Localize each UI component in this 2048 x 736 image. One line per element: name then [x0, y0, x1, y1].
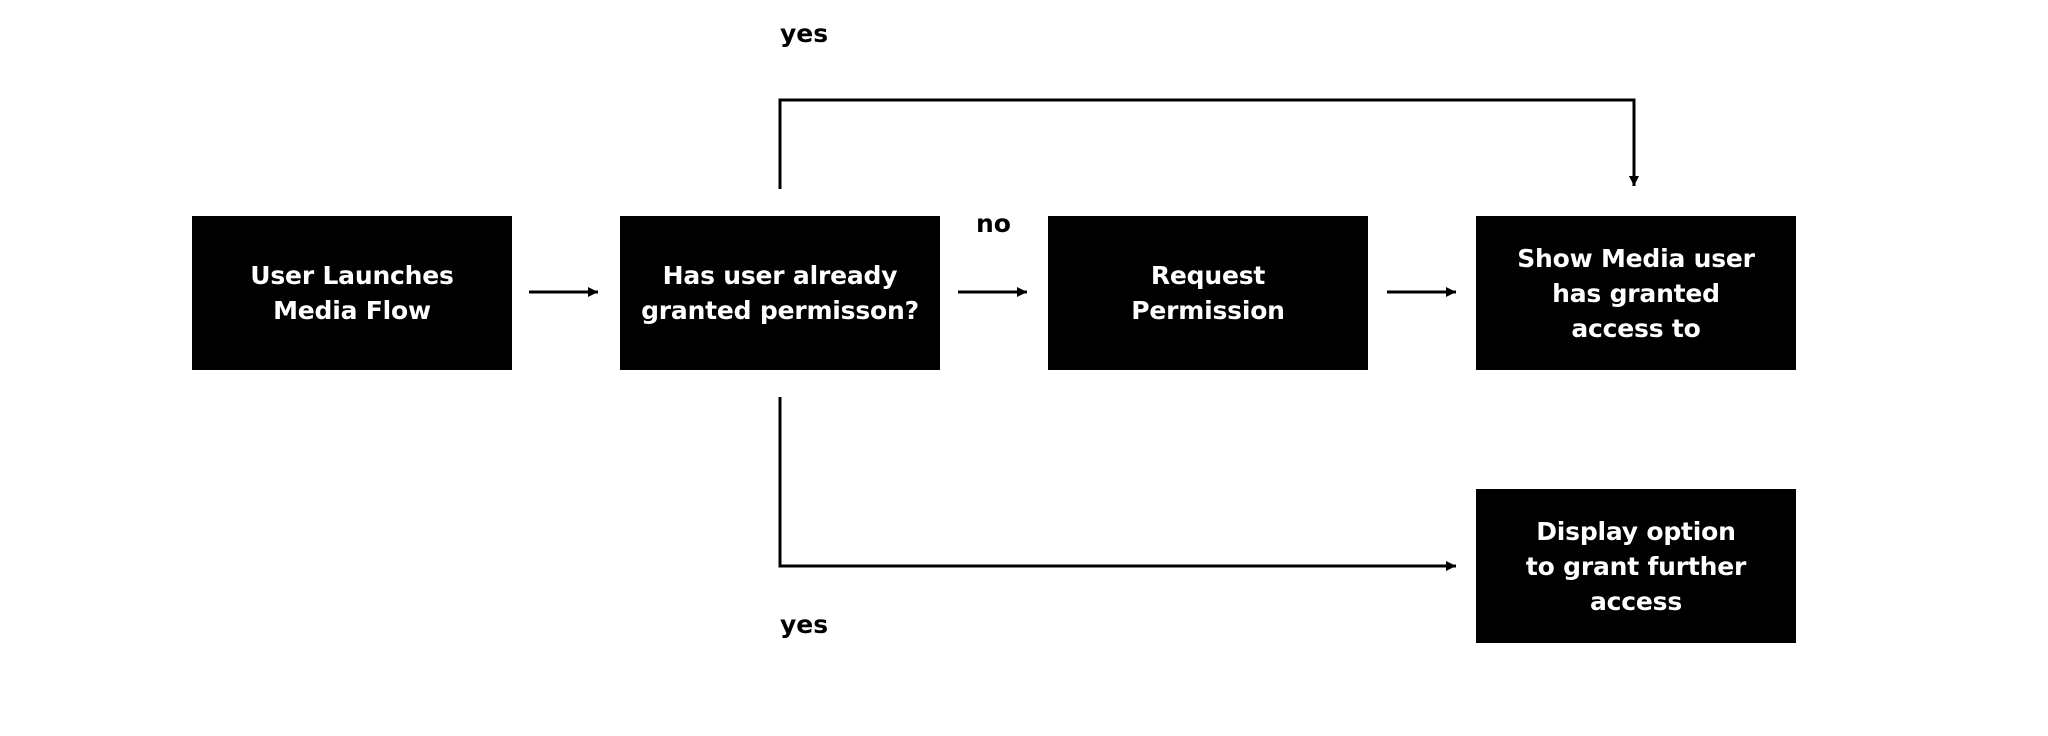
node-show-media: Show Media user has granted access to [1476, 216, 1796, 370]
arrow-check-to-show-yes [778, 98, 1639, 189]
node-user-launches-media-flow: User Launches Media Flow [192, 216, 512, 370]
node-label: Show Media user has granted access to [1517, 243, 1755, 343]
node-label: Display option to grant further access [1525, 516, 1747, 616]
node-display-option: Display option to grant further access [1476, 489, 1796, 643]
node-request-permission: Request Permission [1048, 216, 1368, 370]
node-has-user-granted-permission: Has user already granted permisson? [620, 216, 940, 370]
arrow-check-to-display-yes [778, 397, 1456, 571]
edge-label-yes-bottom: yes [780, 610, 829, 639]
edge-label-yes-top: yes [780, 19, 829, 48]
node-label: User Launches Media Flow [250, 261, 454, 325]
node-label: Has user already granted permisson? [641, 261, 919, 325]
edge-label-no: no [976, 209, 1011, 238]
node-label: Request Permission [1131, 261, 1285, 325]
